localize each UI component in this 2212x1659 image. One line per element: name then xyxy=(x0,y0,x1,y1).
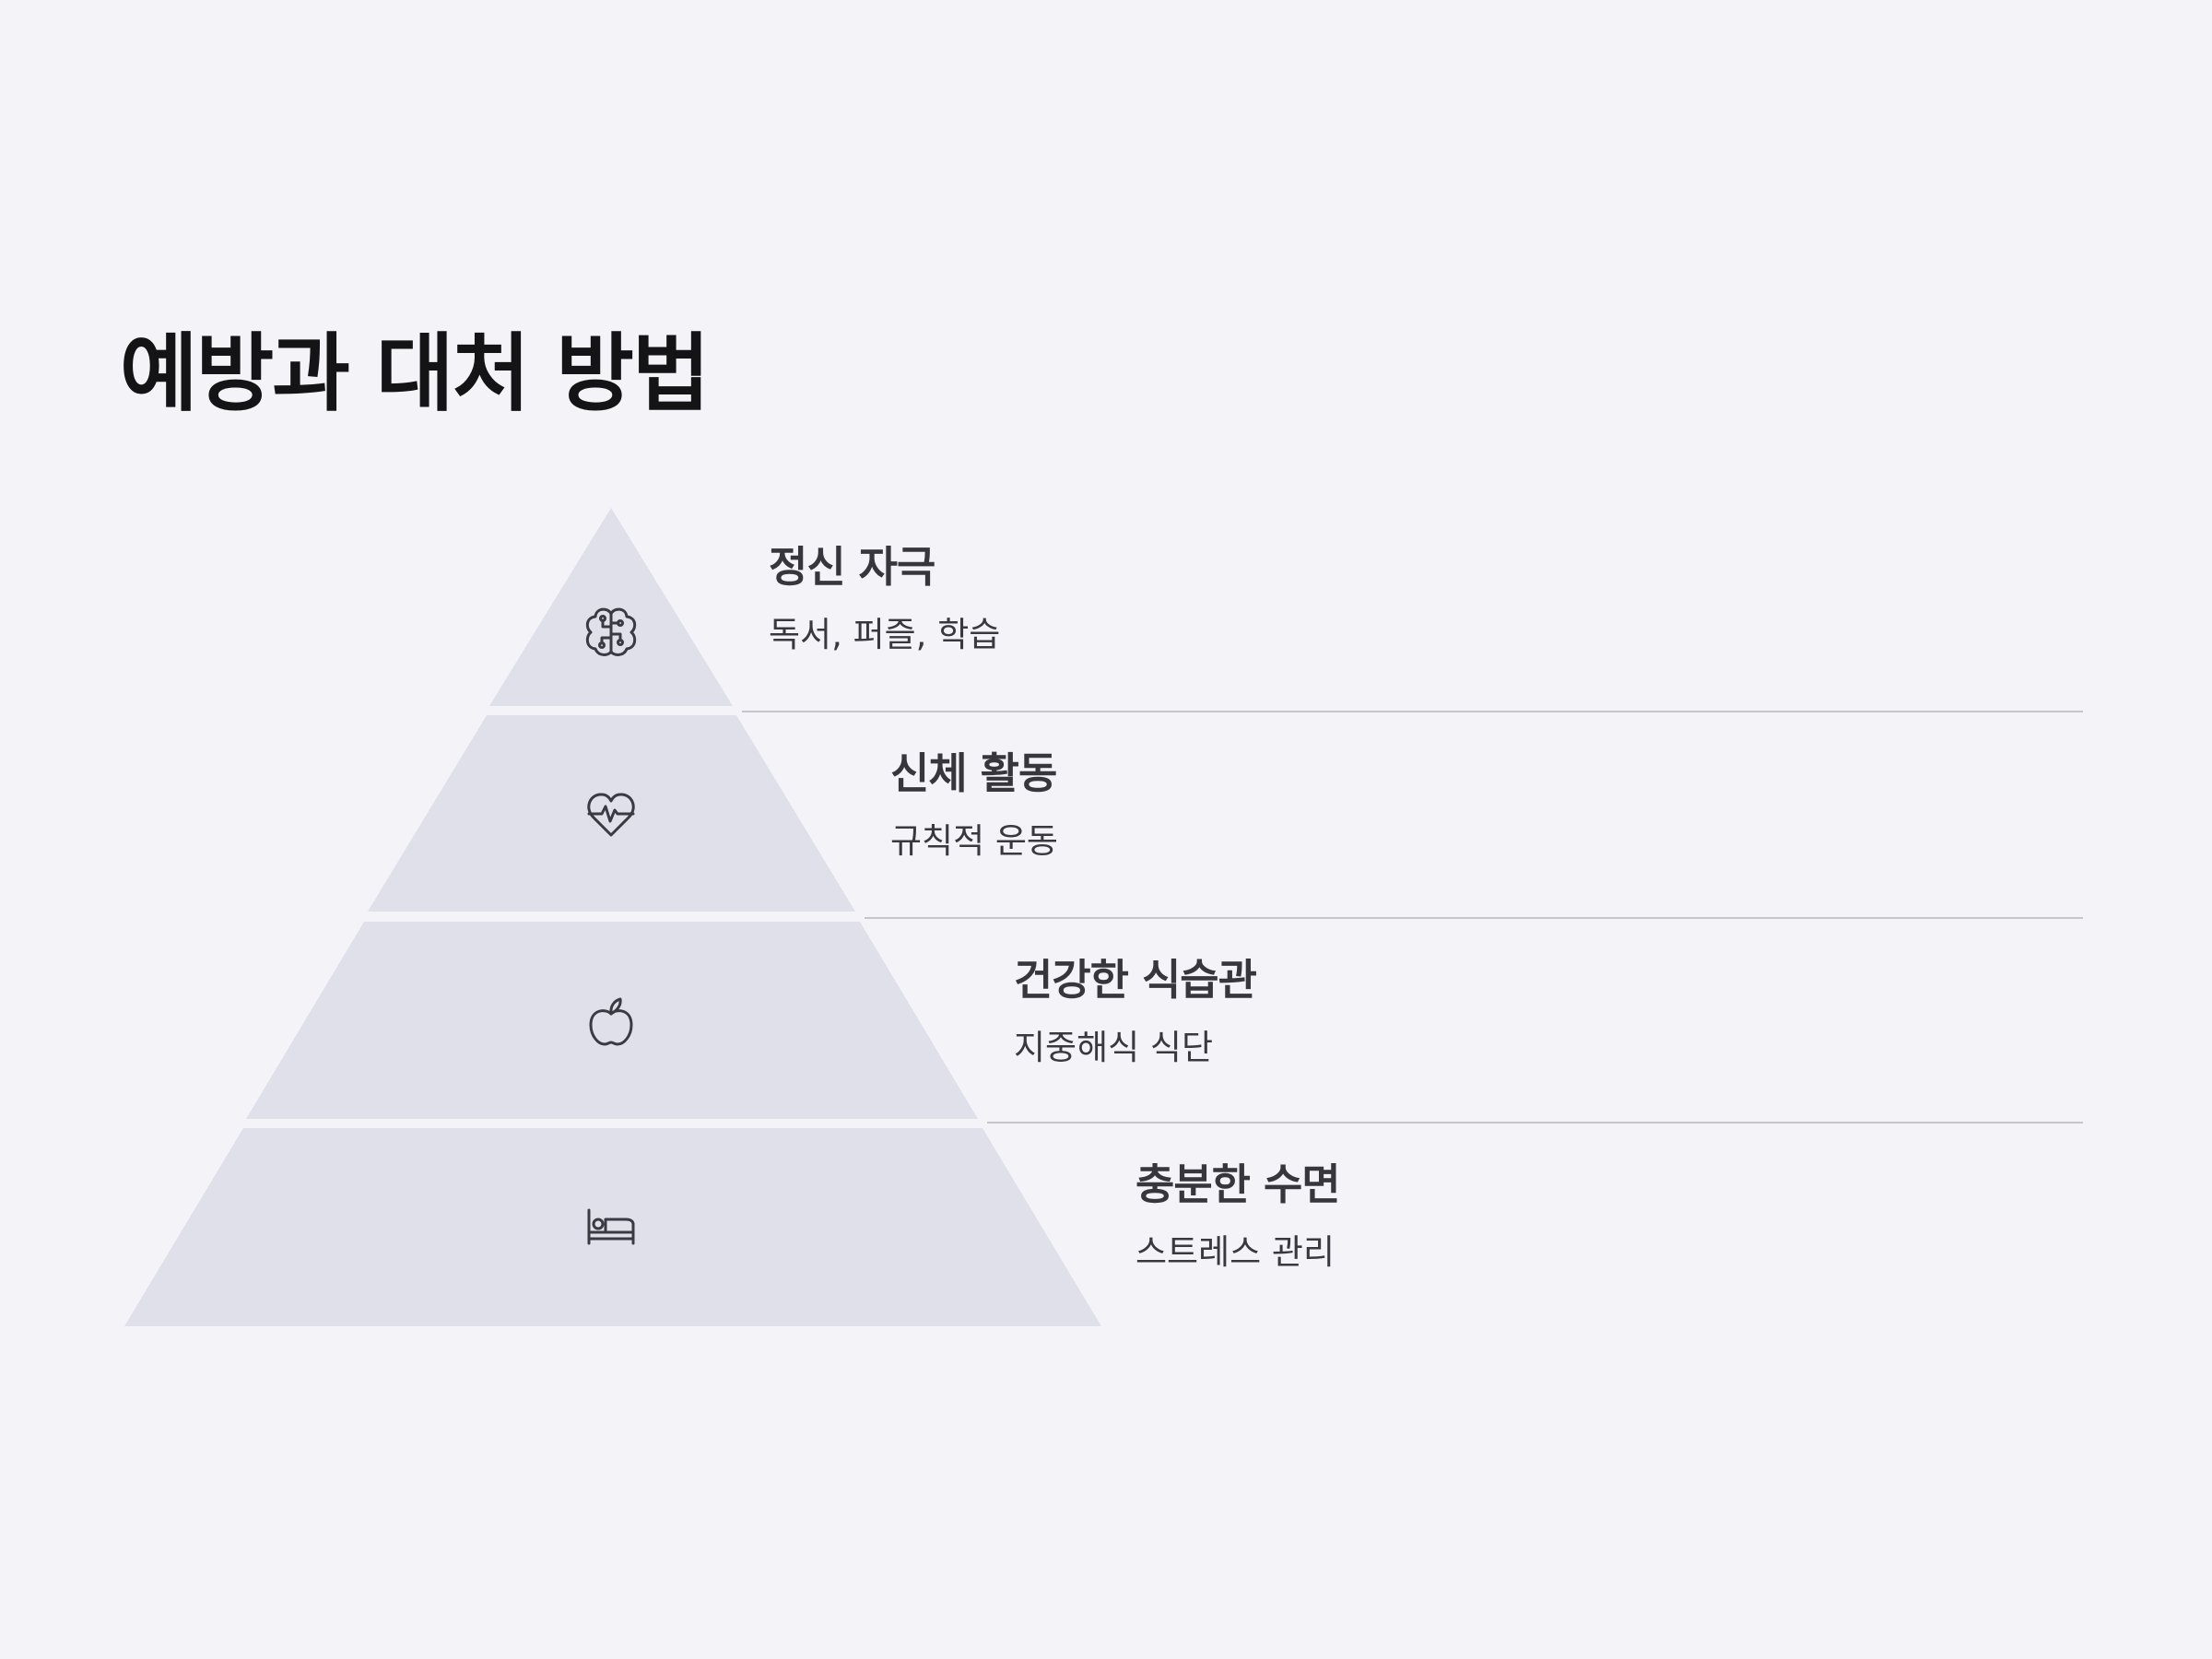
level-4-title: 충분한 수면 xyxy=(1135,1159,1341,1209)
level-3-text: 건강한 식습관 지중해식 식단 xyxy=(1014,955,1257,1069)
level-1-text: 정신 자극 독서, 퍼즐, 학습 xyxy=(769,542,1000,656)
level-2-description: 규칙적 운동 xyxy=(890,821,1058,862)
page-title: 예방과 대처 방법 xyxy=(120,324,711,423)
heart-pulse-icon xyxy=(587,793,635,837)
pyramid-tier-4 xyxy=(124,1128,1101,1326)
level-1-description: 독서, 퍼즐, 학습 xyxy=(769,615,1001,655)
apple-icon xyxy=(589,997,633,1046)
brain-icon xyxy=(585,607,637,656)
level-4-description: 스트레스 관리 xyxy=(1135,1232,1335,1273)
level-3-title: 건강한 식습관 xyxy=(1014,955,1257,1005)
pyramid-tier-3 xyxy=(246,922,978,1119)
level-2-title: 신체 활동 xyxy=(890,748,1057,798)
pyramid-tier-2 xyxy=(368,715,855,912)
level-2-text: 신체 활동 규칙적 운동 xyxy=(890,748,1058,863)
level-4-text: 충분한 수면 스트레스 관리 xyxy=(1135,1159,1341,1274)
level-1-title: 정신 자극 xyxy=(769,542,935,592)
bed-icon xyxy=(587,1208,635,1245)
level-3-description: 지중해식 식단 xyxy=(1014,1028,1214,1068)
pyramid-tier-1 xyxy=(489,508,733,706)
